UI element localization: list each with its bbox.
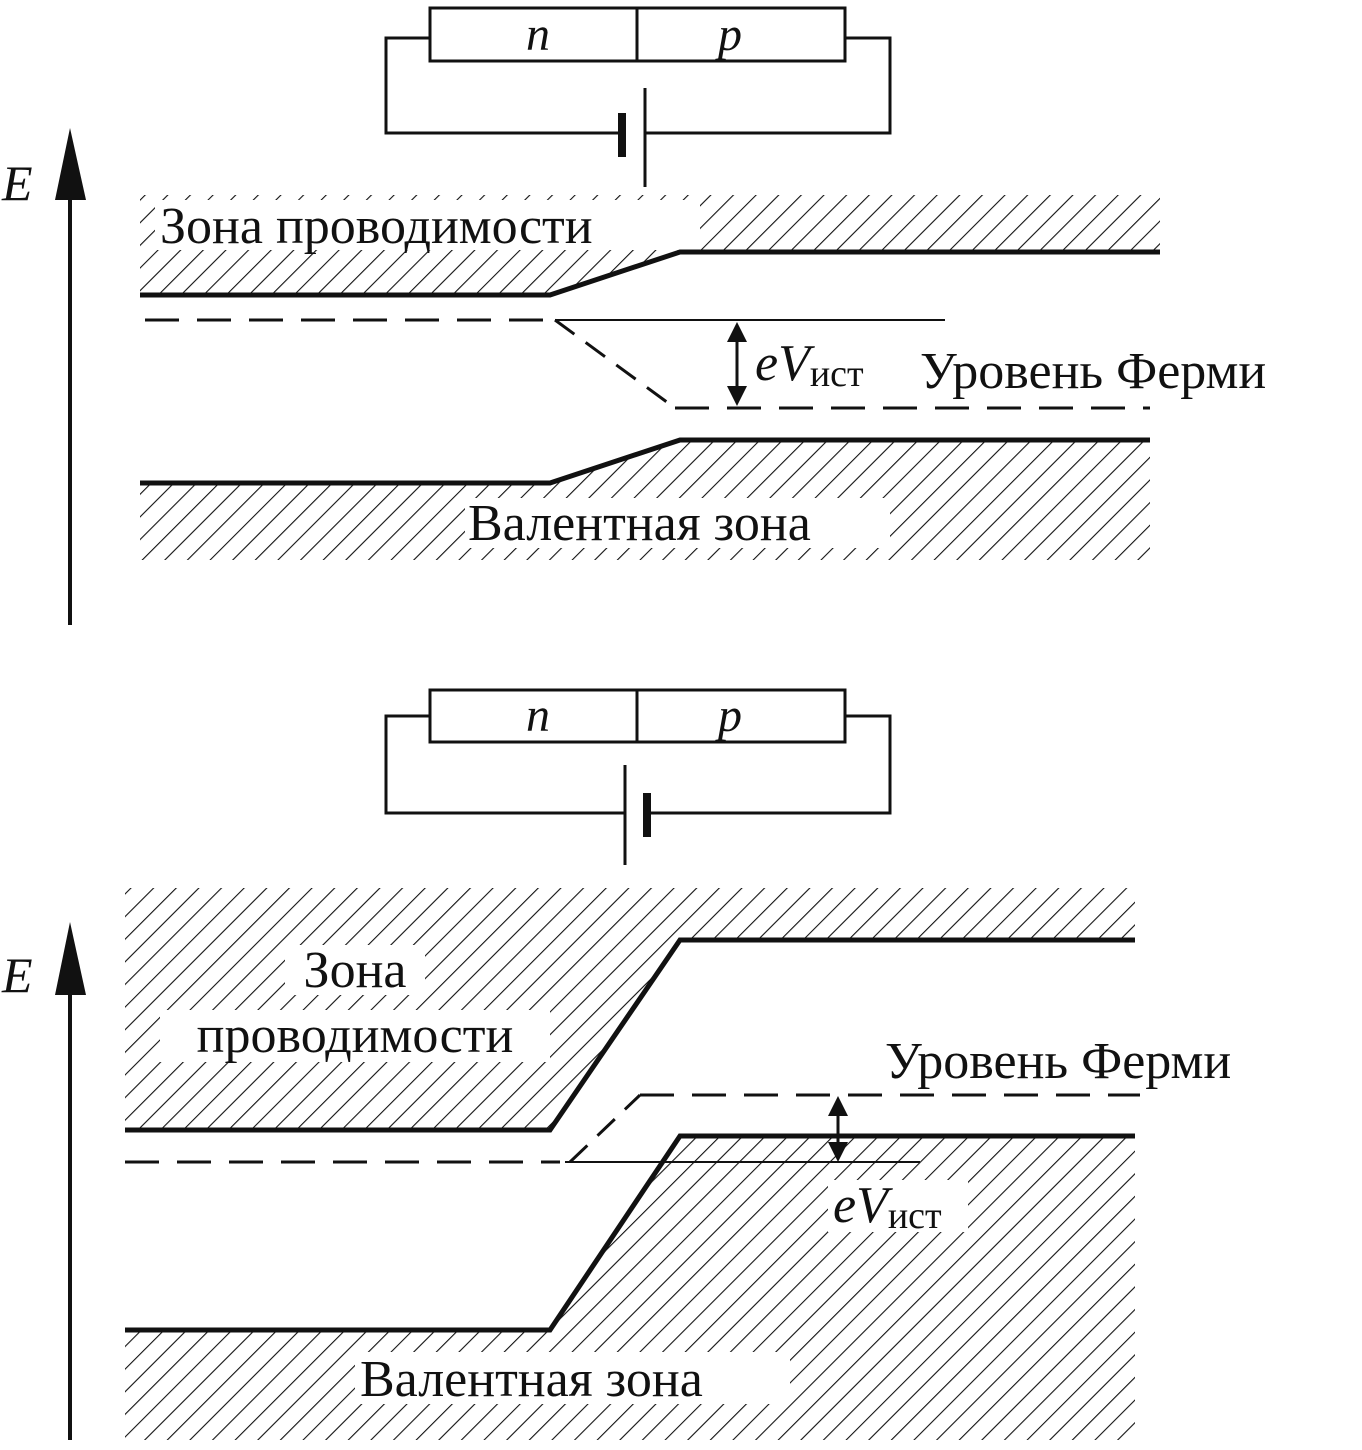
top-axis-arrow-icon [55, 128, 86, 200]
top-valence-band-edge [140, 437, 1150, 486]
top-circuit [384, 6, 892, 187]
bottom-valence-band-edge [125, 1133, 1135, 1333]
top-fermi-level-label: Уровень Ферми [920, 343, 1266, 400]
top-p-label: p [715, 8, 742, 61]
bottom-energy-axis: E [1, 922, 86, 1440]
top-diagram: E n p Зона проводимости Валентная зона [1, 6, 1266, 625]
bottom-conduction-band-label-line1: Зона [304, 942, 407, 999]
bottom-conduction-band-edge [125, 937, 1135, 1133]
bottom-n-label: n [526, 689, 550, 742]
bottom-diagram: E n p Зона проводимости Валентная зона [1, 688, 1325, 1440]
bottom-energy-axis-label: E [1, 947, 33, 1003]
top-conduction-band-label: Зона проводимости [160, 198, 593, 255]
bottom-circuit [384, 688, 892, 865]
bottom-valence-band-label: Валентная зона [360, 1351, 703, 1408]
top-fermi-level [145, 318, 1150, 410]
top-voltage-arrow [727, 322, 747, 406]
bottom-fermi-level-label: Уровень Ферми [885, 1033, 1231, 1090]
top-n-label: n [526, 8, 550, 61]
top-voltage-label: eVист [755, 335, 864, 395]
bottom-fermi-level [125, 1093, 1140, 1164]
top-valence-band-label: Валентная зона [468, 495, 811, 552]
bottom-conduction-band-label-line2: проводимости [197, 1007, 514, 1064]
bottom-voltage-arrow [828, 1096, 848, 1162]
top-conduction-band-edge [140, 249, 1160, 298]
bottom-voltage-label: eVист [833, 1177, 942, 1237]
top-energy-axis-label: E [1, 155, 33, 211]
bottom-p-label: p [715, 689, 742, 742]
top-energy-axis: E [1, 128, 86, 625]
bottom-axis-arrow-icon [55, 922, 86, 995]
